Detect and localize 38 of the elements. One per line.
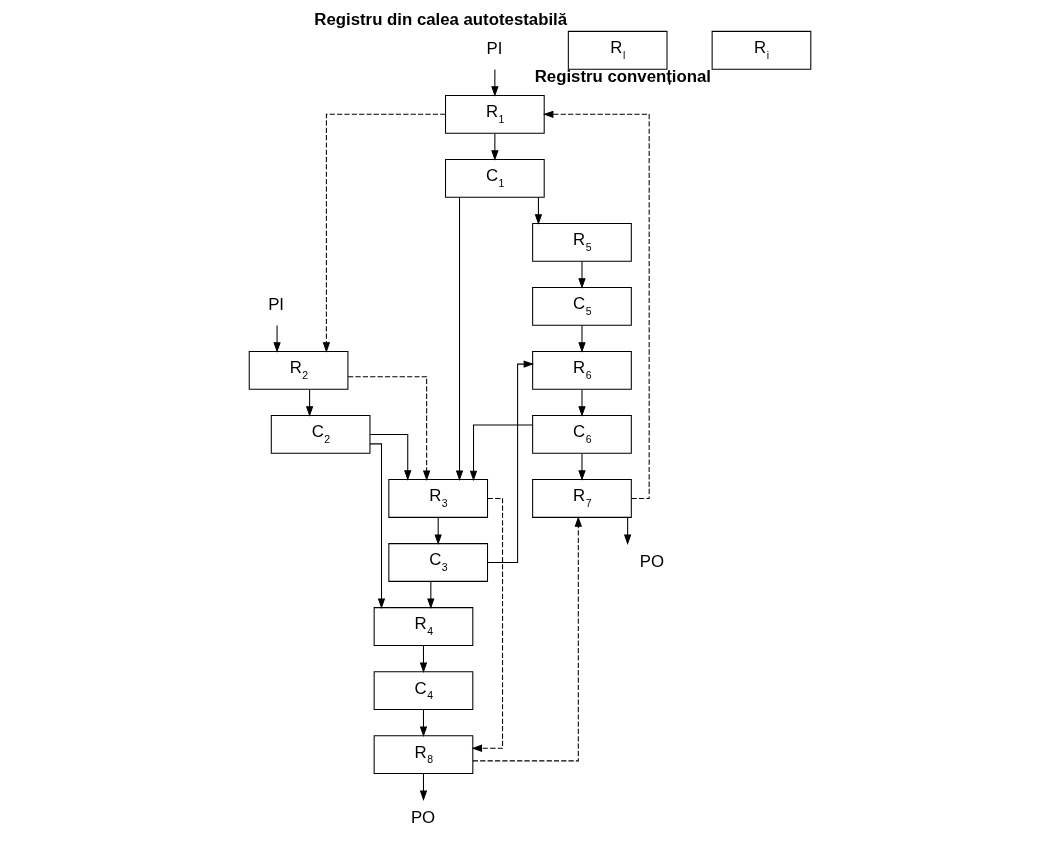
node-box: R$_{4}$ (373, 607, 474, 646)
node-box: R$_{2}$ (248, 351, 349, 390)
node-label: Registru din calea autotestabilă (314, 9, 568, 29)
arrow (471, 497, 504, 752)
node-box: R$_{8}$ (373, 735, 474, 774)
arrow (578, 453, 586, 481)
node-box: R$_{7}$ (532, 479, 632, 518)
arrow (487, 360, 535, 564)
node-box: R$_{l}$ (567, 30, 668, 70)
arrow (322, 113, 446, 353)
node-box: R$_{5}$ (532, 222, 632, 262)
node-box: C$_{1}$ (445, 158, 545, 198)
node-box: C$_{4}$ (373, 671, 474, 710)
node-box: C$_{5}$ (532, 286, 632, 326)
node-text: PO (639, 551, 664, 571)
arrow (347, 376, 431, 482)
node-box: R$_{3}$ (388, 479, 489, 518)
arrow (273, 325, 281, 353)
arrow (369, 433, 412, 481)
node-box: R$_{6}$ (532, 351, 632, 390)
node-text: PI (486, 39, 503, 59)
arrow (369, 443, 386, 609)
node-box: R$_{i}$ (711, 30, 812, 70)
arrow (578, 389, 586, 417)
node-box: C$_{3}$ (388, 543, 489, 582)
arrow (578, 261, 586, 289)
node-text: PO (410, 807, 436, 827)
arrow (491, 68, 499, 97)
node-text: PI (268, 295, 284, 315)
arrow (491, 133, 499, 161)
node-box: R$_{1}$ (445, 94, 545, 134)
arrow (469, 424, 534, 482)
arrow (455, 196, 464, 482)
node-box: C$_{2}$ (270, 415, 371, 454)
arrow (542, 110, 650, 499)
arrow (578, 325, 586, 353)
node-box: C$_{6}$ (532, 415, 632, 454)
arrow (472, 516, 582, 762)
